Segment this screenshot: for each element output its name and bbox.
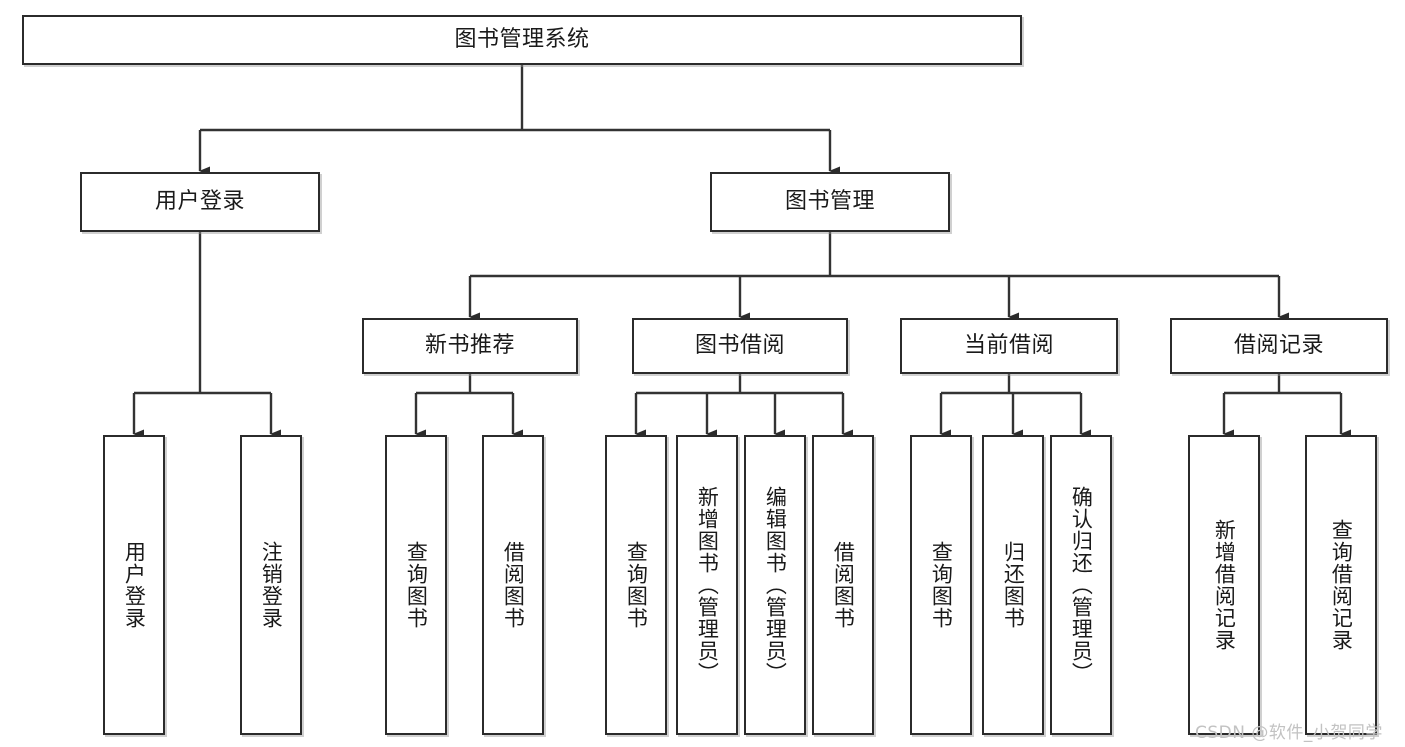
node-leaf-query-book-1[interactable]: 查询图书 [385,435,447,735]
node-label-leaf-query-book-1: 查询图书 [404,541,429,629]
node-leaf-borrow-book-2[interactable]: 借阅图书 [812,435,874,735]
node-label-current-borrow: 当前借阅 [963,332,1054,358]
node-label-borrow-record: 借阅记录 [1233,332,1324,358]
node-leaf-return-book[interactable]: 归还图书 [982,435,1044,735]
node-label-book-manage: 图书管理 [784,188,875,214]
node-label-leaf-return-book: 归还图书 [1001,541,1026,629]
node-label-leaf-query-book-3: 查询图书 [929,541,954,629]
node-leaf-query-book-2[interactable]: 查询图书 [605,435,667,735]
node-leaf-user-login[interactable]: 用户登录 [103,435,165,735]
node-label-leaf-user-login: 用户登录 [122,541,147,629]
node-label-leaf-add-record: 新增借阅记录 [1212,519,1237,651]
node-label-leaf-query-record: 查询借阅记录 [1329,519,1354,651]
node-borrow-record[interactable]: 借阅记录 [1170,318,1388,374]
node-leaf-edit-book[interactable]: 编辑图书（管理员） [744,435,806,735]
node-book-manage[interactable]: 图书管理 [710,172,950,232]
node-label-user-login: 用户登录 [154,188,245,214]
node-label-leaf-borrow-book-2: 借阅图书 [831,541,856,629]
node-label-leaf-query-book-2: 查询图书 [624,541,649,629]
node-label-book-borrow: 图书借阅 [694,332,785,358]
node-leaf-add-book[interactable]: 新增图书（管理员） [676,435,738,735]
node-label-leaf-logout: 注销登录 [259,541,284,629]
node-label-leaf-borrow-book-1: 借阅图书 [501,541,526,629]
node-leaf-borrow-book-1[interactable]: 借阅图书 [482,435,544,735]
edge-group [132,65,1351,439]
node-leaf-confirm-return[interactable]: 确认归还（管理员） [1050,435,1112,735]
node-root[interactable]: 图书管理系统 [22,15,1022,65]
node-book-borrow[interactable]: 图书借阅 [632,318,848,374]
node-label-root: 图书管理系统 [454,26,590,52]
node-leaf-logout[interactable]: 注销登录 [240,435,302,735]
node-new-book-rec[interactable]: 新书推荐 [362,318,578,374]
node-label-leaf-add-book: 新增图书（管理员） [695,486,720,684]
node-label-leaf-edit-book: 编辑图书（管理员） [763,486,788,684]
node-label-leaf-confirm-return: 确认归还（管理员） [1069,486,1094,684]
node-leaf-query-record[interactable]: 查询借阅记录 [1305,435,1377,735]
node-user-login[interactable]: 用户登录 [80,172,320,232]
node-current-borrow[interactable]: 当前借阅 [900,318,1118,374]
node-leaf-add-record[interactable]: 新增借阅记录 [1188,435,1260,735]
node-label-new-book-rec: 新书推荐 [424,332,515,358]
node-leaf-query-book-3[interactable]: 查询图书 [910,435,972,735]
